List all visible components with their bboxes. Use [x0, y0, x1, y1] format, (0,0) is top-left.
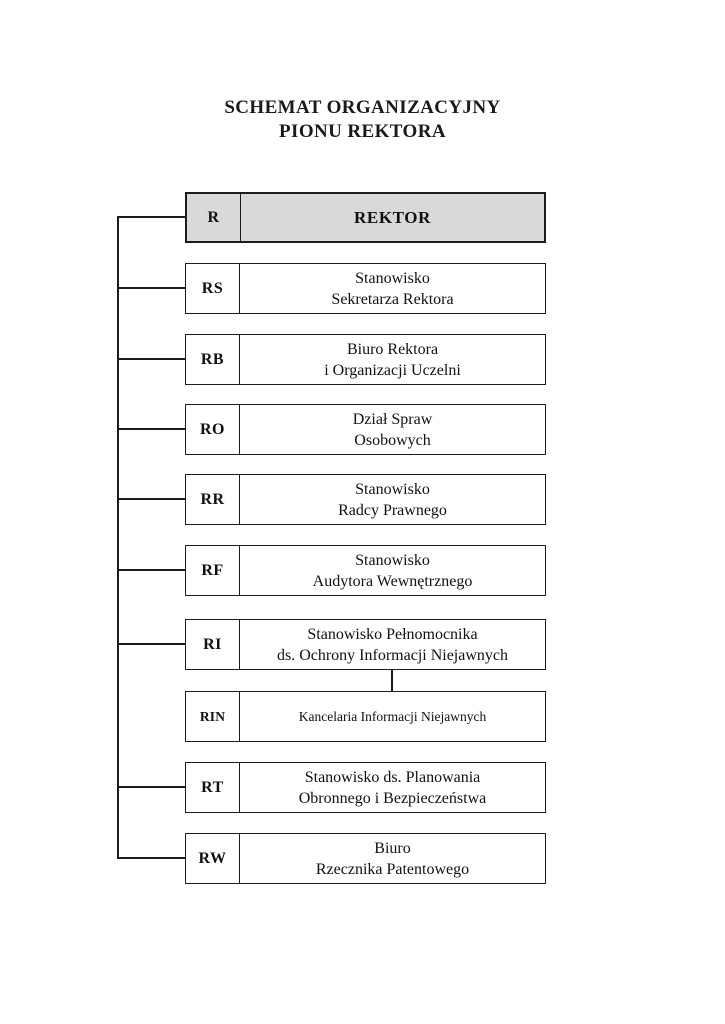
- org-box-rw: RW Biuro Rzecznika Patentowego: [185, 833, 546, 884]
- connector-line-ro: [117, 428, 186, 430]
- org-box-rr: RR Stanowisko Radcy Prawnego: [185, 474, 546, 525]
- unit-label-rt: Stanowisko ds. Planowania Obronnego i Be…: [298, 768, 487, 807]
- connector-line-r: [117, 216, 186, 218]
- org-box-rt: RT Stanowisko ds. Planowania Obronnego i…: [185, 762, 546, 813]
- unit-label-rw: Biuro Rzecznika Patentowego: [315, 839, 470, 878]
- unit-code-rw: RW: [186, 834, 240, 883]
- org-box-rin: RIN Kancelaria Informacji Niejawnych: [185, 691, 546, 742]
- unit-label-rin: Kancelaria Informacji Niejawnych: [298, 709, 487, 724]
- connector-line-rt: [117, 786, 186, 788]
- unit-code-ri: RI: [186, 620, 240, 669]
- unit-label-ri: Stanowisko Pełnomocnika ds. Ochrony Info…: [276, 625, 509, 664]
- connector-line-rw: [117, 857, 186, 859]
- unit-label-ro: Dział Spraw Osobowych: [352, 410, 433, 449]
- connector-line-ri: [117, 643, 186, 645]
- chart-title: SCHEMAT ORGANIZACYJNY PIONU REKTORA: [0, 96, 725, 144]
- unit-label-rs: Stanowisko Sekretarza Rektora: [331, 269, 454, 308]
- org-box-rektor: R REKTOR: [185, 192, 546, 243]
- connector-line-rs: [117, 287, 186, 289]
- unit-label-rf: Stanowisko Audytora Wewnętrznego: [312, 551, 473, 590]
- connector-trunk-line: [117, 216, 119, 859]
- unit-code-ro: RO: [186, 405, 240, 454]
- org-box-rb: RB Biuro Rektora i Organizacji Uczelni: [185, 334, 546, 385]
- unit-code-rt: RT: [186, 763, 240, 812]
- connector-line-rb: [117, 358, 186, 360]
- unit-code-rs: RS: [186, 264, 240, 313]
- unit-label-rb: Biuro Rektora i Organizacji Uczelni: [324, 340, 461, 379]
- unit-label-r: REKTOR: [354, 208, 431, 227]
- chart-title-line1: SCHEMAT ORGANIZACYJNY: [224, 97, 501, 118]
- org-box-ri: RI Stanowisko Pełnomocnika ds. Ochrony I…: [185, 619, 546, 670]
- unit-label-rr: Stanowisko Radcy Prawnego: [338, 480, 447, 519]
- unit-code-rb: RB: [186, 335, 240, 384]
- chart-title-line2: PIONU REKTORA: [279, 121, 446, 142]
- org-box-rf: RF Stanowisko Audytora Wewnętrznego: [185, 545, 546, 596]
- org-box-ro: RO Dział Spraw Osobowych: [185, 404, 546, 455]
- connector-line-rr: [117, 498, 186, 500]
- connector-line-rf: [117, 569, 186, 571]
- unit-code-rr: RR: [186, 475, 240, 524]
- unit-code-rf: RF: [186, 546, 240, 595]
- org-box-rs: RS Stanowisko Sekretarza Rektora: [185, 263, 546, 314]
- unit-code-rin: RIN: [186, 692, 240, 741]
- connector-line-ri-rin: [391, 668, 393, 692]
- unit-code-r: R: [187, 194, 241, 241]
